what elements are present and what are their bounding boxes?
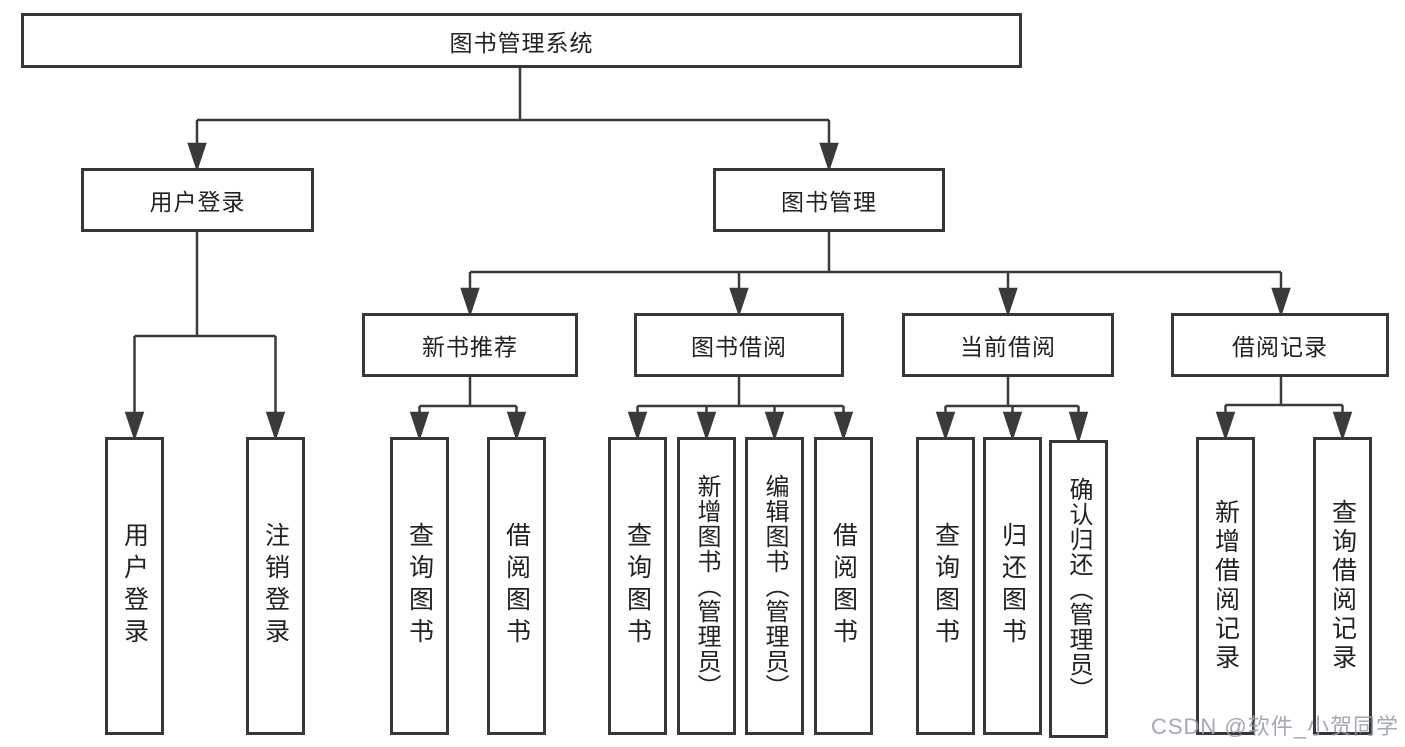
leaf-label: 编辑图书（管理员） (761, 473, 788, 699)
node-borrow-records: 借阅记录 (1171, 313, 1389, 377)
node-leaf-query-borrow-record: 查询借阅记录 (1313, 437, 1372, 735)
arrowhead-icon (998, 287, 1018, 317)
leaf-label: 查询图书 (405, 522, 434, 650)
node-book-borrow-label: 图书借阅 (691, 334, 787, 360)
leaf-label: 注销登录 (261, 522, 290, 650)
arrowhead-icon (1271, 287, 1291, 317)
node-leaf-add-books-admin: 新增图书（管理员） (677, 437, 736, 735)
leaf-label: 查询借阅记录 (1328, 499, 1357, 673)
arrowhead-icon (696, 411, 717, 441)
leaf-label: 借阅图书 (829, 522, 858, 650)
arrowhead-icon (1068, 411, 1089, 445)
node-book-management: 图书管理 (713, 168, 945, 232)
arrowhead-icon (819, 142, 839, 172)
connector-userlogin-to-leaves (124, 232, 286, 441)
arrowhead-icon (187, 142, 207, 172)
leaf-label: 新增图书（管理员） (693, 473, 720, 699)
node-leaf-add-borrow-record: 新增借阅记录 (1196, 437, 1255, 735)
arrowhead-icon (124, 411, 145, 441)
leaf-label: 借阅图书 (502, 522, 531, 650)
node-leaf-query-books-2: 查询图书 (608, 437, 667, 735)
leaf-label: 新增借阅记录 (1211, 499, 1240, 673)
csdn-watermark: CSDN @软件_小贺同学 (1150, 714, 1399, 739)
arrowhead-icon (460, 287, 480, 317)
node-book-management-label: 图书管理 (781, 189, 877, 215)
node-new-book-recommend: 新书推荐 (362, 313, 578, 377)
connector-records-to-leaves (1215, 377, 1353, 441)
node-leaf-borrow-books-2: 借阅图书 (814, 437, 873, 735)
node-new-book-recommend-label: 新书推荐 (422, 334, 518, 360)
leaf-label: 查询图书 (623, 522, 652, 650)
node-user-login: 用户登录 (81, 168, 314, 232)
node-user-login-label: 用户登录 (149, 189, 246, 215)
node-current-borrow: 当前借阅 (902, 313, 1114, 377)
arrowhead-icon (506, 411, 527, 441)
arrowhead-icon (729, 287, 749, 317)
arrowhead-icon (1332, 411, 1353, 441)
node-root-label: 图书管理系统 (449, 29, 594, 56)
arrowhead-icon (627, 411, 648, 441)
node-leaf-query-books-1: 查询图书 (390, 437, 449, 735)
connector-newbooks-to-leaves (409, 377, 527, 441)
arrowhead-icon (1215, 411, 1236, 441)
node-borrow-records-label: 借阅记录 (1232, 334, 1328, 360)
node-leaf-confirm-return-admin: 确认归还（管理员） (1049, 440, 1108, 738)
node-book-borrow: 图书借阅 (634, 313, 844, 377)
leaf-label: 确认归还（管理员） (1065, 476, 1092, 702)
node-leaf-borrow-books-1: 借阅图书 (487, 437, 546, 735)
leaf-label: 归还图书 (998, 522, 1027, 650)
node-leaf-user-login: 用户登录 (105, 437, 164, 735)
arrowhead-icon (833, 411, 854, 441)
arrowhead-icon (409, 411, 430, 441)
node-root: 图书管理系统 (21, 13, 1022, 68)
node-leaf-logout: 注销登录 (246, 437, 305, 735)
connector-root-to-level2 (187, 68, 839, 172)
leaf-label: 查询图书 (931, 522, 960, 650)
node-current-borrow-label: 当前借阅 (960, 334, 1056, 360)
node-leaf-edit-books-admin: 编辑图书（管理员） (745, 437, 804, 735)
connector-bookborrow-to-leaves (627, 377, 854, 441)
arrowhead-icon (1002, 411, 1023, 441)
arrowhead-icon (935, 411, 956, 441)
node-leaf-query-books-3: 查询图书 (916, 437, 975, 735)
leaf-label: 用户登录 (120, 522, 149, 650)
node-leaf-return-books: 归还图书 (983, 437, 1042, 735)
connector-currentborrow-to-leaves (935, 377, 1089, 445)
arrowhead-icon (764, 411, 785, 441)
connector-bookmgmt-to-level3 (460, 232, 1291, 317)
arrowhead-icon (265, 411, 286, 441)
